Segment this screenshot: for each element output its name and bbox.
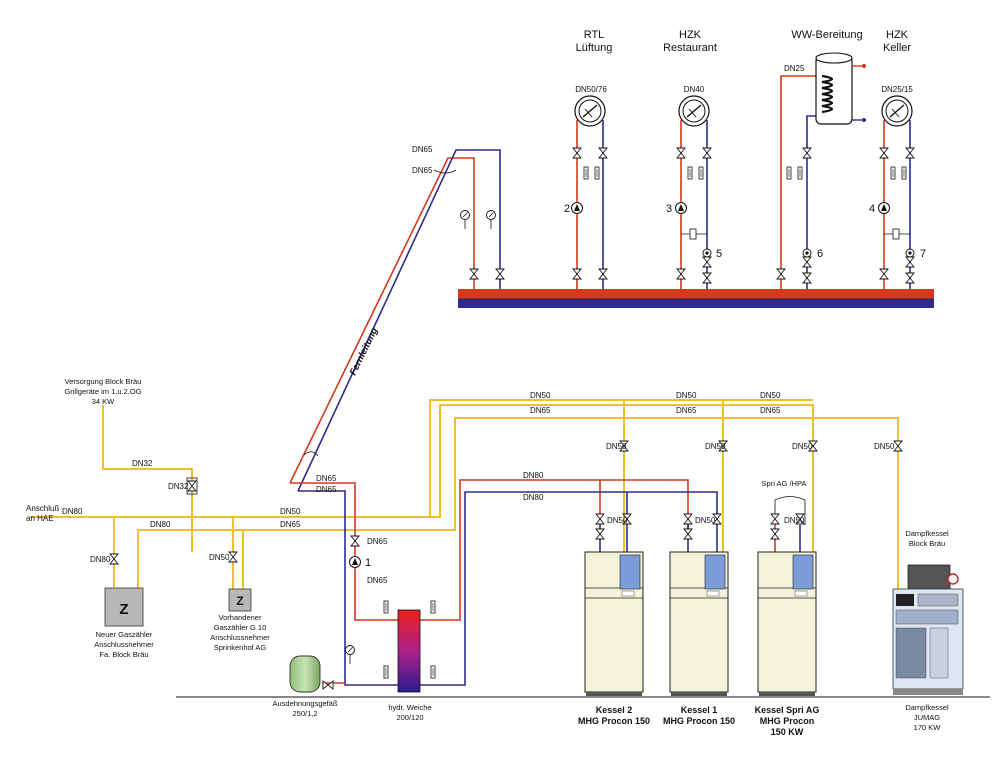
- gas-dn80-b: DN80: [150, 520, 171, 529]
- hzk-restaurant-dn: DN40: [684, 85, 705, 94]
- line-dn50-top-2: DN50: [676, 391, 697, 400]
- ww-title: WW-Bereitung: [791, 29, 862, 41]
- gas-meter-new: Z: [104, 587, 144, 627]
- rtl-title-line2: Lüftung: [576, 42, 613, 54]
- line-dn80-2: DN80: [523, 493, 544, 502]
- gas-dn32-b: DN32: [168, 482, 189, 491]
- boiler-2-dn-mid: DN50: [695, 516, 716, 525]
- line-dn50-top-3: DN50: [760, 391, 781, 400]
- dampfkessel-bottom-line3: 170 KW: [914, 723, 942, 732]
- line-dn65-top-2: DN65: [676, 406, 697, 415]
- versorgung-line3: 34 KW: [92, 397, 115, 406]
- distributor-header: [458, 289, 934, 308]
- vorhandener-line1: Vorhandener: [219, 613, 262, 622]
- neuer-zaehler-line1: Neuer Gaszähler: [96, 630, 153, 639]
- anschluss-line1: Anschluß: [26, 504, 59, 513]
- ww-dn: DN25: [784, 64, 805, 73]
- line-dn50-top-1: DN50: [530, 391, 551, 400]
- fernleitung-dn-bot-2: DN65: [316, 485, 337, 494]
- gas-lines: [30, 399, 899, 591]
- hzk-keller-title-line1: HZK: [886, 29, 909, 41]
- vorhandener-line4: Sprinkenhof AG: [214, 643, 267, 652]
- boiler-2-model: MHG Procon 150: [663, 716, 735, 726]
- boiler-3-dn-top: DN50: [792, 442, 813, 451]
- circuit-ww: [776, 52, 866, 289]
- gas-dn32-a: DN32: [132, 459, 153, 468]
- line-dn65-top-3: DN65: [760, 406, 781, 415]
- rtl-pump-number: 2: [564, 203, 570, 215]
- boiler-2-name: Kessel 1: [681, 705, 718, 715]
- boiler-3-name: Kessel Spri AG: [755, 705, 820, 715]
- boiler-3-model: MHG Procon: [760, 716, 815, 726]
- gas-meter-existing: Z: [228, 588, 252, 612]
- gas-dn80-c: DN80: [90, 555, 111, 564]
- ww-mixer-number: 6: [817, 248, 823, 260]
- boiler-kessel-spri: [757, 551, 817, 696]
- hzk-keller-pump-number: 4: [869, 203, 875, 215]
- boiler-1-dn-top: DN50: [606, 442, 627, 451]
- boiler-2-dn-top: DN50: [705, 442, 726, 451]
- versorgung-line2: Grillgeräte im 1.u.2.OG: [64, 387, 141, 396]
- circuit-rtl: [571, 95, 608, 289]
- fernleitung-dn-top-1: DN65: [412, 145, 433, 154]
- hzk-keller-dn: DN25/15: [881, 85, 913, 94]
- expansion-line1: Ausdehnungsgefäß: [272, 699, 337, 708]
- boiler-kessel-1: [669, 551, 729, 696]
- hzk-restaurant-pump-number: 3: [666, 203, 672, 215]
- rtl-title-line1: RTL: [584, 29, 605, 41]
- hzk-keller-title-line2: Keller: [883, 42, 911, 54]
- neuer-zaehler-line3: Fa. Block Bräu: [99, 650, 148, 659]
- dampfkessel-bottom-line1: Dampfkessel: [905, 703, 949, 712]
- main-pump-number: 1: [365, 557, 371, 569]
- gas-dn50-a: DN50: [209, 553, 230, 562]
- dampfkessel-dn: DN50: [874, 442, 895, 451]
- fernleitung-label: Fernleitung: [348, 326, 381, 377]
- line-dn65-top-1: DN65: [530, 406, 551, 415]
- expansion-vessel: [289, 655, 334, 693]
- vorhandener-line2: Gaszähler G 10: [214, 623, 267, 632]
- steam-boiler: [892, 564, 964, 695]
- dampfkessel-top-line1: Dampfkessel: [905, 529, 949, 538]
- line-dn80-1: DN80: [523, 471, 544, 480]
- boiler-1-model: MHG Procon 150: [578, 716, 650, 726]
- hzk-keller-mixer-number: 7: [920, 248, 926, 260]
- hzk-restaurant-title-line2: Restaurant: [663, 42, 717, 54]
- weiche-line2: 200/120: [396, 713, 423, 722]
- anschluss-line2: an HAE: [26, 514, 54, 523]
- boiler-kessel-2: [584, 551, 644, 696]
- fernleitung-dn-top-2: DN65: [412, 166, 433, 175]
- line-dn65-v2: DN65: [367, 576, 388, 585]
- expansion-line2: 250/1,2: [292, 709, 317, 718]
- fernleitung-dn-bot-1: DN65: [316, 474, 337, 483]
- hydraulic-separator: [397, 609, 421, 693]
- rtl-dn: DN50/76: [575, 85, 607, 94]
- boiler-3-note: Spri AG /HPA: [762, 479, 807, 488]
- circuit-hzk-keller: [878, 95, 915, 289]
- boiler-1-dn-mid: DN50: [607, 516, 628, 525]
- hzk-restaurant-mixer-number: 5: [716, 248, 722, 260]
- circuit-hzk-restaurant: [675, 95, 712, 289]
- line-dn50-1: DN50: [280, 507, 301, 516]
- boiler-3-dn-mid: DN50: [784, 516, 805, 525]
- neuer-zaehler-line2: Anschlussnehmer: [94, 640, 154, 649]
- gas-dn80-a: DN80: [62, 507, 83, 516]
- boiler-3-power: 150 KW: [771, 727, 804, 737]
- versorgung-line1: Versorgung Block Bräu: [65, 377, 142, 386]
- weiche-line1: hydr. Weiche: [388, 703, 431, 712]
- gas-meter-existing-symbol: Z: [236, 594, 243, 608]
- gas-meter-new-symbol: Z: [119, 601, 128, 618]
- vorhandener-line3: Anschlussnehmer: [210, 633, 270, 642]
- dampfkessel-bottom-line2: JUMAG: [914, 713, 940, 722]
- line-dn65-v1: DN65: [367, 537, 388, 546]
- dampfkessel-top-line2: Block Bräu: [909, 539, 945, 548]
- hzk-restaurant-title-line1: HZK: [679, 29, 702, 41]
- line-dn65-1: DN65: [280, 520, 301, 529]
- boiler-1-name: Kessel 2: [596, 705, 633, 715]
